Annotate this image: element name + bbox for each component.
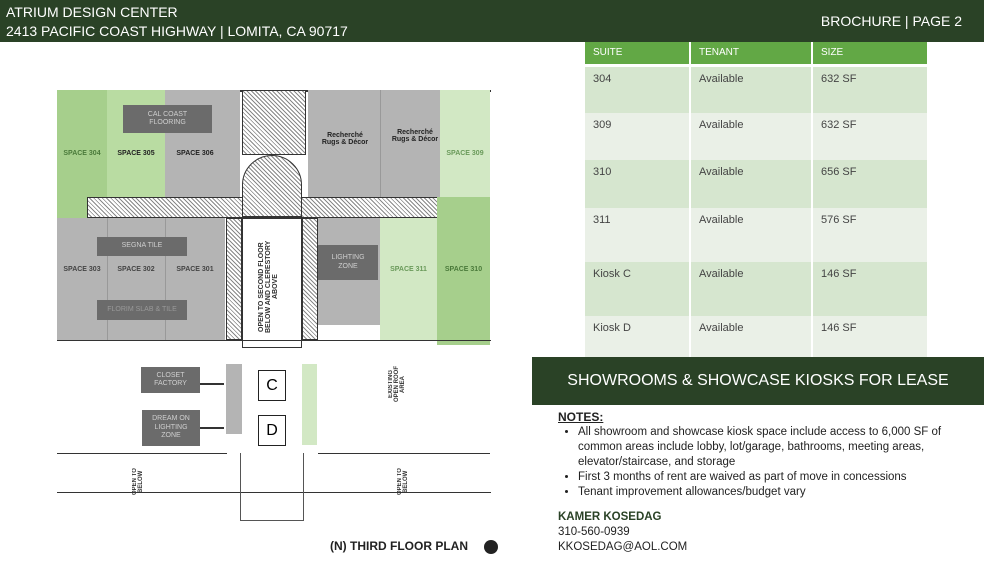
space-309[interactable] — [440, 90, 490, 197]
atrium-arch — [242, 155, 302, 217]
contact-phone[interactable]: 310-560-0939 — [558, 526, 630, 538]
tenant-cal-coast: CAL COAST FLOORING — [123, 105, 212, 133]
lease-banner: SHOWROOMS & SHOWCASE KIOSKS FOR LEASE — [532, 357, 984, 405]
note-item: First 3 months of rent are waived as par… — [578, 470, 978, 485]
notes-heading: NOTES: — [558, 410, 604, 424]
notes-section: NOTES: All showroom and showcase kiosk s… — [558, 410, 978, 555]
kiosk-d[interactable]: D — [258, 415, 286, 446]
space-302-label: SPACE 302 — [117, 266, 155, 273]
atrium-walkway-right — [302, 218, 318, 340]
note-item: All showroom and showcase kiosk space in… — [578, 425, 978, 470]
north-arrow-icon — [484, 540, 498, 554]
property-title: ATRIUM DESIGN CENTER — [6, 4, 178, 20]
atrium-open — [242, 218, 302, 348]
table-header: SUITE TENANT SIZE — [585, 42, 927, 64]
space-311[interactable] — [380, 218, 437, 340]
floor-plan: SPACE 304 SPACE 305 SPACE 306 SPACE 309 … — [0, 42, 532, 570]
space-310-label: SPACE 310 — [444, 266, 483, 273]
space-recherche-1[interactable] — [308, 90, 380, 197]
page-indicator: BROCHURE | PAGE 2 — [820, 13, 962, 29]
kiosk-c[interactable]: C — [258, 370, 286, 401]
stair-core — [242, 90, 306, 155]
existing-roof-label: EXISTING OPEN ROOF AREA — [388, 366, 406, 403]
space-recherche-2[interactable] — [380, 90, 440, 197]
tenant-segna-tile: SEGNA TILE — [97, 237, 187, 256]
atrium-label: OPEN TO SECOND FLOOR BELOW AND CLERESTOR… — [258, 240, 279, 334]
tenant-lighting-zone: LIGHTING ZONE — [318, 245, 378, 280]
property-address: 2413 PACIFIC COAST HIGHWAY | LOMITA, CA … — [6, 23, 348, 39]
space-309-label: SPACE 309 — [446, 150, 484, 157]
space-304-label: SPACE 304 — [63, 150, 101, 157]
space-310[interactable] — [437, 197, 490, 345]
space-306-label: SPACE 306 — [176, 150, 214, 157]
space-304[interactable] — [57, 90, 107, 218]
space-301-label: SPACE 301 — [176, 266, 214, 273]
open-below-label-2: OPEN TO BELOW — [397, 468, 409, 496]
tenant-closet-factory: CLOSET FACTORY — [141, 367, 200, 393]
space-311-label: SPACE 311 — [390, 266, 427, 273]
open-below-label-1: OPEN TO BELOW — [132, 468, 144, 496]
atrium-walkway-left — [226, 218, 242, 340]
contact-name: KAMER KOSEDAG — [558, 511, 662, 523]
note-item: Tenant improvement allowances/budget var… — [578, 485, 978, 500]
tenant-dream-on: DREAM ON LIGHTING ZONE — [142, 410, 200, 446]
tenant-recherche-1: Recherché Rugs & Décor — [321, 132, 369, 146]
space-303-label: SPACE 303 — [63, 266, 101, 273]
header-bar: ATRIUM DESIGN CENTER 2413 PACIFIC COAST … — [0, 0, 984, 42]
space-305-label: SPACE 305 — [117, 150, 155, 157]
plan-title: (N) THIRD FLOOR PLAN — [330, 539, 468, 553]
tenant-recherche-2: Recherché Rugs & Décor — [391, 129, 439, 143]
contact-block: KAMER KOSEDAG 310-560-0939 KKOSEDAG@AOL.… — [558, 510, 978, 555]
tenant-florim: FLORIM SLAB & TILE — [97, 300, 187, 320]
contact-email[interactable]: KKOSEDAG@AOL.COM — [558, 541, 688, 553]
